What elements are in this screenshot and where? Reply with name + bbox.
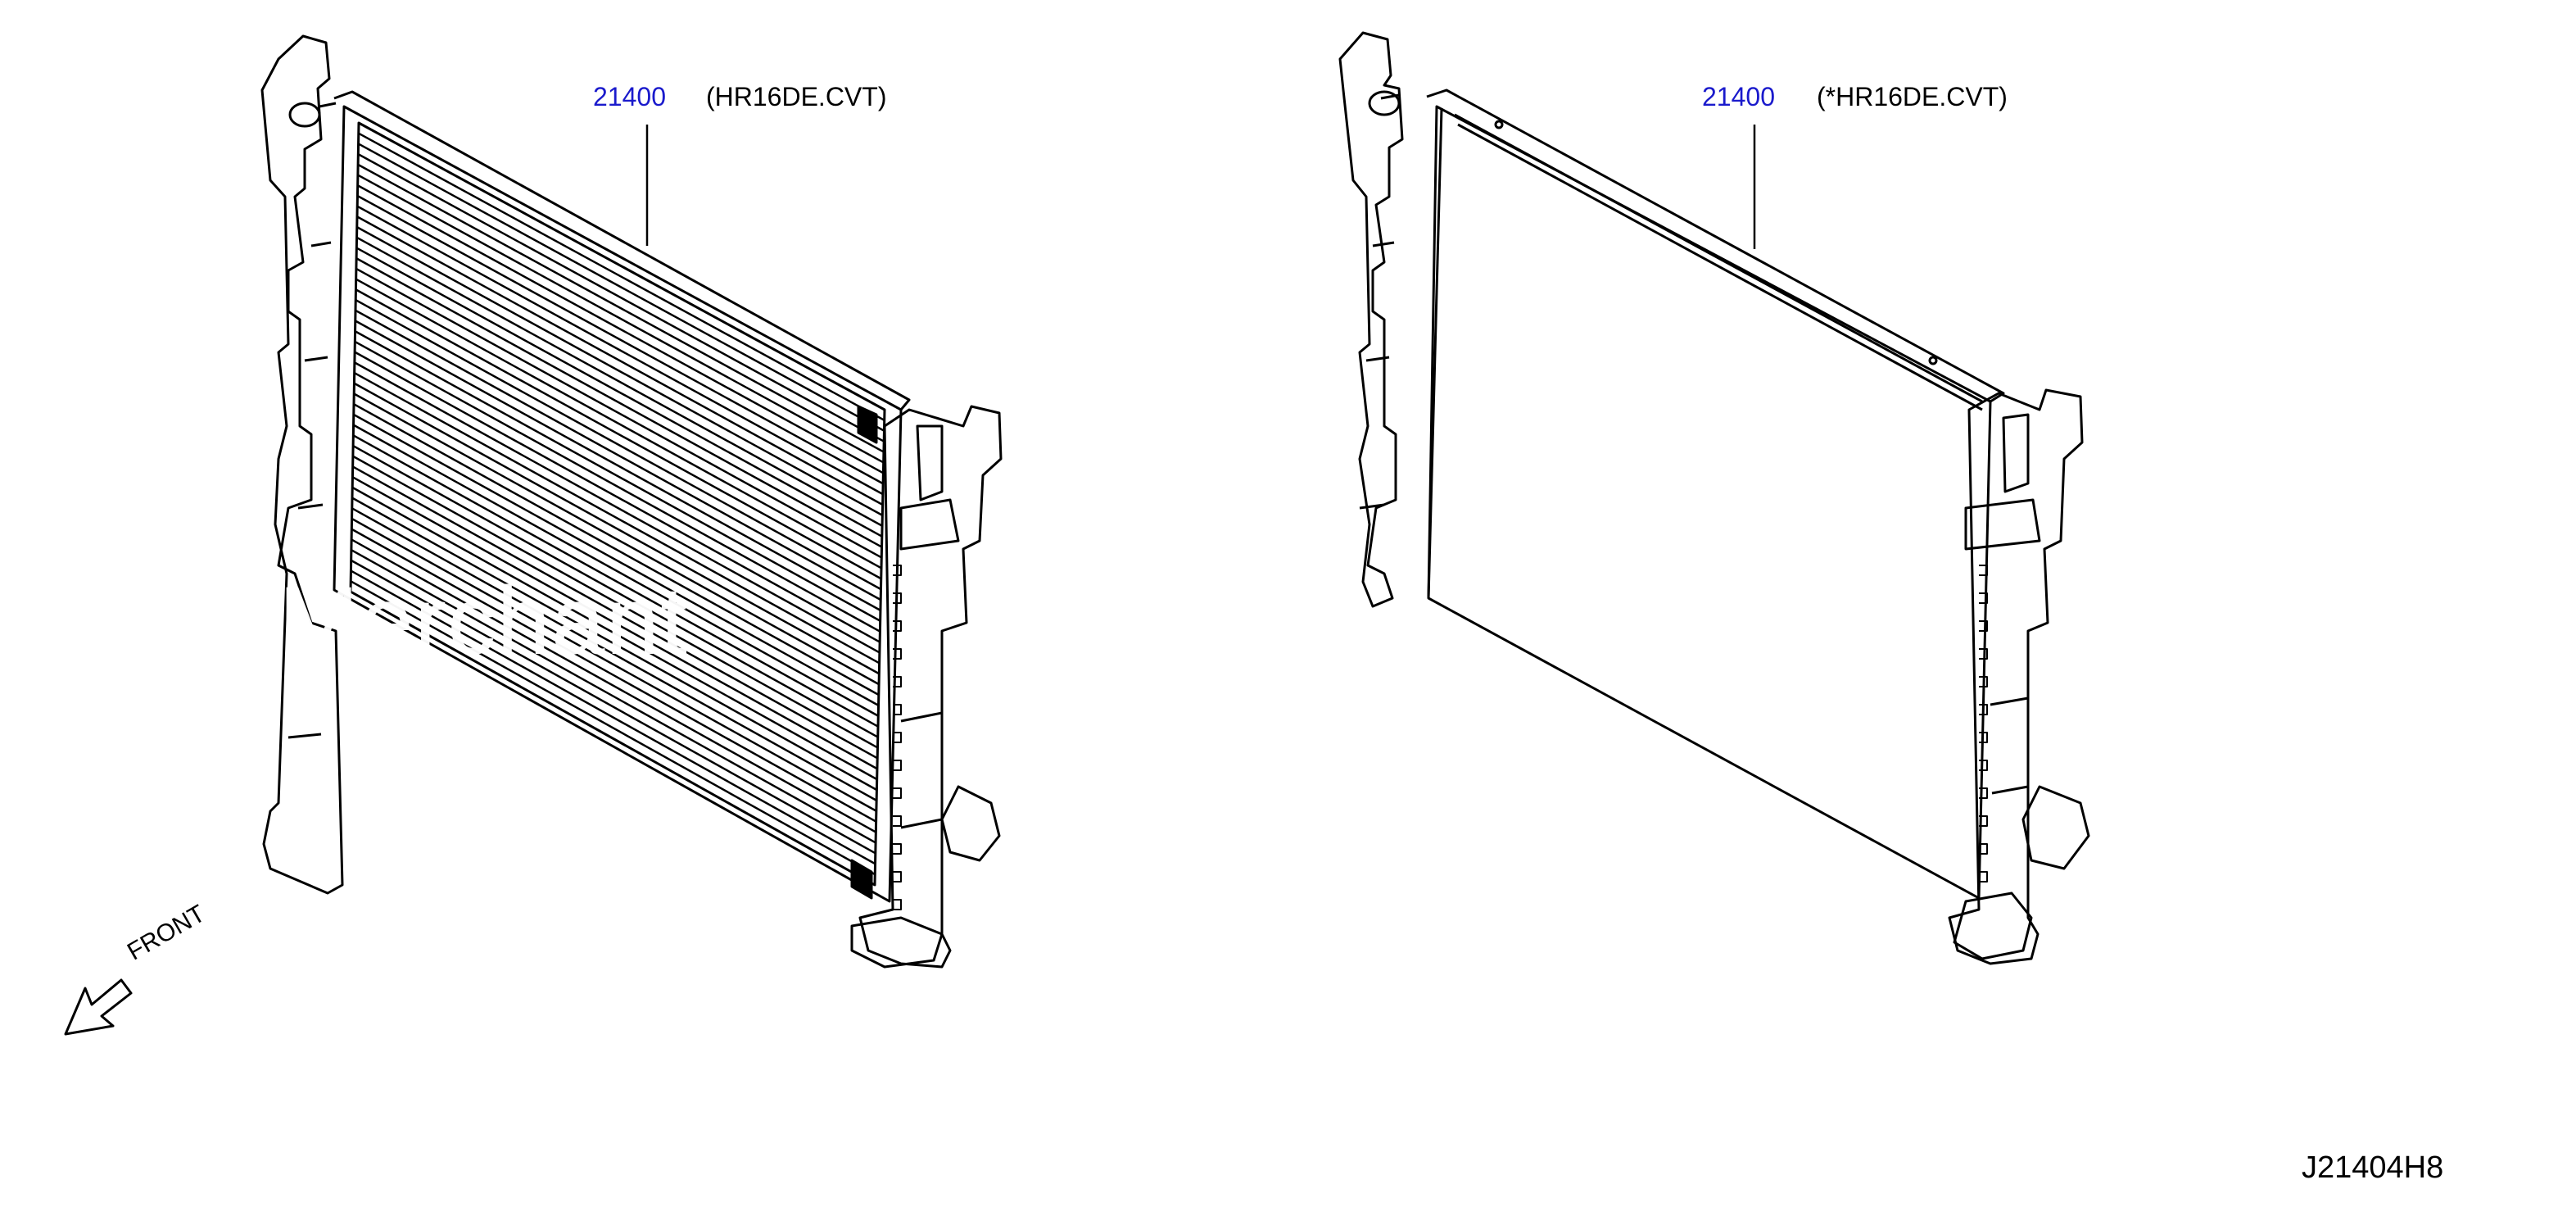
right-part-note: (*HR16DE.CVT): [1817, 82, 2008, 111]
tank-tick: [893, 843, 902, 855]
fin-line: [352, 424, 879, 717]
fin-line: [351, 507, 877, 801]
fin-line: [352, 444, 879, 738]
tank-tick: [893, 787, 902, 799]
tank-tick: [1979, 676, 1988, 687]
tank-tick: [893, 565, 902, 576]
tank-tick: [1979, 592, 1988, 604]
fin-line: [357, 153, 885, 442]
tank-tick: [893, 704, 902, 715]
tank-tick: [1979, 648, 1988, 660]
tank-tick: [893, 620, 902, 632]
fin-line: [351, 549, 876, 844]
fin-line: [355, 247, 883, 538]
tank-tick: [893, 760, 902, 771]
fin-line: [354, 371, 881, 665]
fin-line: [358, 121, 885, 411]
fin-line: [352, 465, 878, 760]
fin-line: [350, 569, 876, 865]
left-part-number[interactable]: 21400: [593, 82, 666, 111]
tank-tick: [893, 648, 902, 660]
watermark: Merchant: [278, 567, 688, 675]
tank-tick: [893, 732, 902, 743]
fin-line: [357, 184, 884, 474]
fin-line: [352, 455, 879, 749]
fin-line: [351, 559, 876, 855]
fin-line: [352, 434, 879, 728]
fin-line: [355, 288, 882, 580]
tank-tick: [1979, 815, 1988, 827]
tank-tick: [1979, 843, 1988, 855]
fin-line: [355, 320, 881, 611]
fin-line: [353, 413, 880, 706]
fin-line: [351, 517, 877, 812]
tank-tick: [893, 815, 902, 827]
left-radiator-drawing: [260, 34, 1003, 969]
fin-line: [354, 330, 881, 622]
fin-line: [358, 132, 885, 421]
right-radiator-drawing: [1338, 31, 2090, 965]
tank-tick: [893, 899, 902, 910]
tank-tick: [1979, 760, 1988, 771]
fin-line: [355, 236, 883, 527]
fin-line: [356, 226, 883, 516]
right-part-number[interactable]: 21400: [1702, 82, 1775, 111]
fin-line: [351, 476, 878, 770]
tank-tick: [1979, 565, 1988, 576]
fin-line: [355, 309, 881, 601]
tank-tick: [893, 676, 902, 687]
fin-line: [354, 361, 881, 654]
fin-line: [353, 382, 880, 675]
fin-line: [356, 216, 884, 506]
fin-line: [351, 528, 877, 823]
fin-line: [357, 174, 885, 464]
fin-line: [353, 403, 880, 696]
fin-line: [355, 298, 882, 591]
fin-line: [354, 340, 881, 633]
fin-line: [357, 143, 885, 432]
front-arrow-icon: [64, 978, 133, 1036]
fin-line: [351, 497, 878, 792]
fin-line: [351, 538, 876, 833]
fin-line: [355, 257, 883, 548]
fin-line: [350, 580, 876, 876]
fin-line: [355, 278, 882, 569]
tank-tick: [1979, 732, 1988, 743]
fin-line: [356, 205, 884, 496]
fin-line: [355, 267, 882, 559]
fin-line: [354, 351, 881, 643]
fin-line: [350, 590, 876, 887]
fin-line: [356, 194, 884, 485]
fin-line: [357, 163, 885, 453]
tank-tick: [1979, 620, 1988, 632]
tank-tick: [893, 871, 902, 883]
diagram-code: J21404H8: [2302, 1150, 2444, 1185]
tank-tick: [1979, 704, 1988, 715]
tank-tick: [1979, 871, 1988, 883]
fin-line: [351, 486, 878, 781]
tank-tick: [1979, 787, 1988, 799]
tank-tick: [893, 592, 902, 604]
fin-line: [353, 392, 880, 686]
left-part-note: (HR16DE.CVT): [706, 82, 887, 111]
